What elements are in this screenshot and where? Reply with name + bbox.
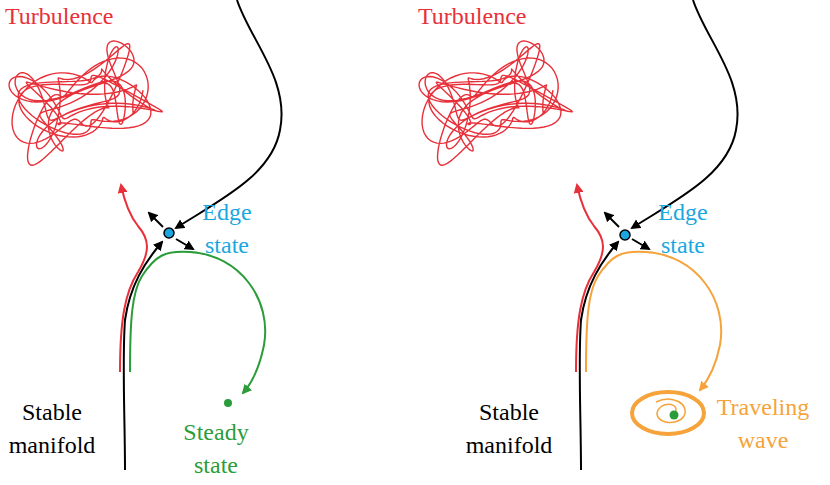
stable-manifold-label: Stable manifold xyxy=(459,396,559,462)
steady-state-point xyxy=(224,399,232,407)
edge-state-label: Edge state xyxy=(192,196,262,262)
unstable-direction-arrow xyxy=(176,239,193,249)
traveling-wave-label: Traveling wave xyxy=(700,391,826,457)
unstable-direction-arrow xyxy=(149,213,163,227)
periodic-orbit xyxy=(632,392,704,434)
stable-manifold-line xyxy=(632,0,738,228)
edge-state-point xyxy=(164,228,174,238)
turbulence-scribble xyxy=(419,41,572,165)
edge-state-label: Edge state xyxy=(648,196,718,262)
unstable-direction-arrow xyxy=(632,239,649,249)
turbulence-label: Turbulence xyxy=(418,0,526,33)
trajectory-to-traveling-wave xyxy=(586,252,721,390)
steady-state-label: Steady state xyxy=(174,416,258,482)
spiral-trajectory xyxy=(656,399,685,422)
unstable-direction-arrow xyxy=(605,213,619,227)
right-panel xyxy=(419,0,737,470)
stable-manifold-line xyxy=(176,0,282,228)
trajectory-to-turbulence xyxy=(120,185,147,372)
trajectory-to-steady-state xyxy=(130,252,265,393)
turbulence-label: Turbulence xyxy=(5,0,113,33)
stable-manifold-label: Stable manifold xyxy=(2,396,102,462)
trajectory-to-turbulence xyxy=(576,185,603,372)
edge-state-point xyxy=(620,230,630,240)
unstable-equilibrium-point xyxy=(670,411,679,420)
turbulence-scribble xyxy=(9,41,162,165)
